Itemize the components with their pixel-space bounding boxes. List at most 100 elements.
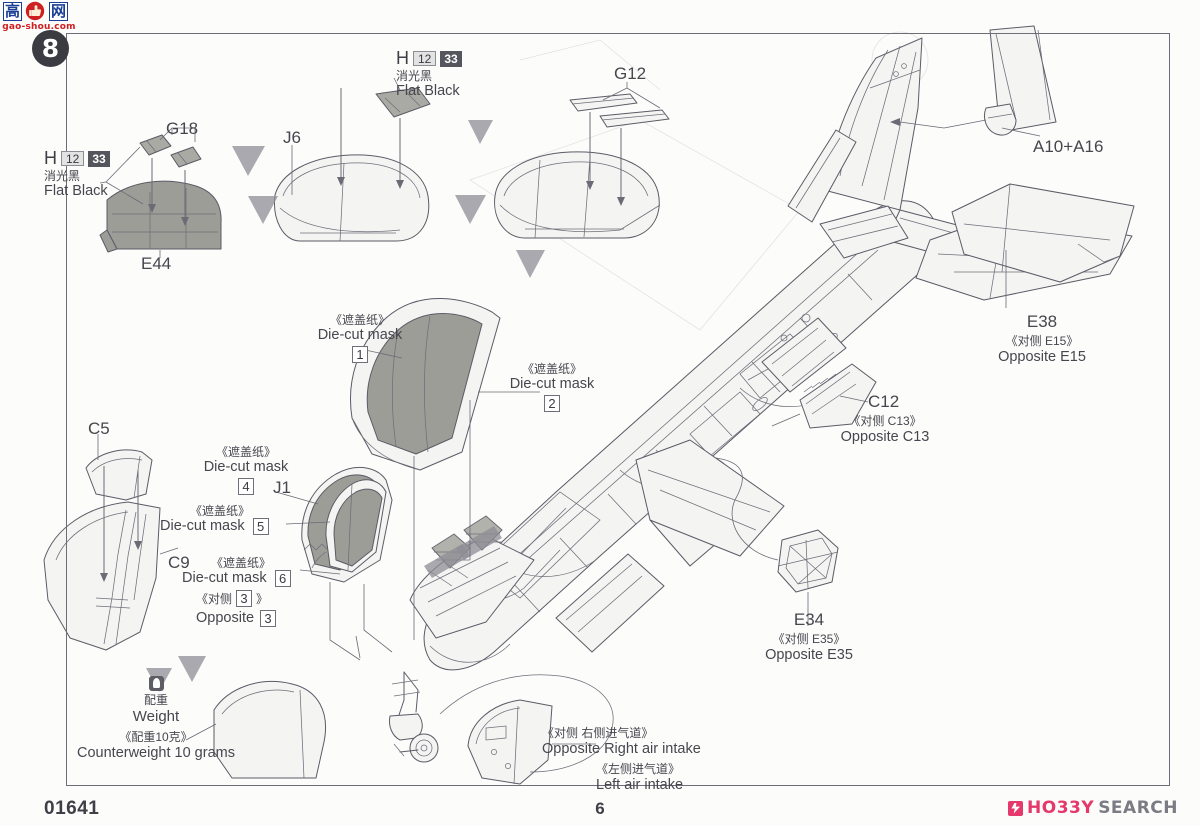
part-e38: [951, 183, 1135, 308]
thumbs-up-icon: [25, 1, 46, 22]
opposite-label-e38: E38 《对侧 E15》 Opposite E15: [962, 312, 1122, 365]
part-label-j6: J6: [283, 128, 301, 147]
mask-opposite-cn-tail-6: 》: [256, 591, 269, 606]
mask-callout-1: 《遮盖纸》 Die-cut mask 1: [300, 313, 420, 364]
nose-cone-weight: [185, 681, 326, 779]
left-wing: [635, 439, 785, 557]
part-e34: [715, 457, 839, 626]
mask-en-5: Die-cut mask: [160, 518, 245, 534]
mask-cn-4: 《遮盖纸》: [215, 445, 276, 459]
weight-icon: [148, 676, 164, 691]
mask-en-1: Die-cut mask: [317, 327, 403, 343]
part-label-a10-a16: A10+A16: [1033, 137, 1104, 156]
opposite-en-c12: Opposite C13: [840, 429, 930, 445]
page-number: 6: [595, 799, 605, 818]
watermark-char-1: 高: [3, 2, 22, 21]
cockpit-detail: [409, 515, 535, 639]
part-e44-group: [99, 127, 222, 258]
hobbysearch-name-accent: HO33Y: [1027, 798, 1095, 818]
paint-name-en: Flat Black: [396, 83, 460, 99]
paint-code-light: 12: [413, 51, 437, 66]
watermark-url: gao-shou.com: [2, 22, 76, 32]
mask-cn-5: 《遮盖纸》: [189, 504, 250, 518]
mask-en-2: Die-cut mask: [509, 376, 595, 392]
watermark-char-2: 网: [49, 2, 68, 21]
mask-cn-2: 《遮盖纸》: [521, 362, 582, 376]
opposite-label-c12: C12 《对侧 C13》 Opposite C13: [790, 392, 980, 445]
part-g12-group: [494, 82, 670, 239]
opposite-label-e34: E34 《对侧 E35》 Opposite E35: [726, 610, 892, 663]
part-c5-c9-group: [43, 434, 206, 692]
hobbysearch-name-plain: SEARCH: [1098, 798, 1178, 818]
part-label-c5: C5: [88, 419, 110, 438]
hobbysearch-logo: HO33Y SEARCH: [1008, 798, 1178, 818]
paint-name-cn: 消光黑: [44, 169, 81, 183]
opposite-cn-e34: 《对侧 E35》: [772, 632, 846, 646]
mask-opposite-num-en-6: 3: [260, 610, 277, 627]
mask-opposite-en-6: Opposite: [196, 610, 255, 626]
mask-en-6: Die-cut mask: [182, 570, 267, 586]
mask-part-2-leader: [469, 391, 540, 490]
mask-number-5: 5: [252, 518, 269, 535]
tail-assembly: [787, 37, 977, 259]
paint-name-cn: 消光黑: [396, 69, 433, 83]
step-number-badge: 8: [32, 30, 69, 67]
mask-part-1: [350, 298, 501, 640]
mask-number-4: 4: [238, 478, 254, 496]
paint-letter: H: [396, 48, 409, 68]
opposite-en-e38: Opposite E15: [998, 349, 1086, 365]
part-label-g12: G12: [614, 64, 647, 83]
intake-en-right: Opposite Right air intake: [542, 741, 701, 757]
part-label-e34: E34: [793, 610, 825, 629]
part-c12: [771, 363, 877, 429]
intake-cn-right: 《对侧 右侧进气道》: [542, 726, 654, 740]
part-left-intake: [467, 699, 596, 785]
weight-detail-cn: 《配重10克》: [119, 730, 193, 744]
weight-en: Weight: [132, 708, 180, 725]
opposite-cn-c12: 《对侧 C13》: [848, 414, 922, 428]
paint-name-en: Flat Black: [44, 183, 108, 199]
paint-letter: H: [44, 148, 57, 168]
intake-en-left: Left air intake: [596, 777, 684, 793]
mask-opposite-num-cn-6: 3: [236, 590, 253, 607]
weight-cn: 配重: [143, 693, 168, 707]
mask-callout-4: 《遮盖纸》 Die-cut mask 4: [186, 445, 306, 496]
part-label-e44: E44: [141, 254, 172, 273]
paint-code-dark: 33: [88, 150, 110, 167]
intake-cn-left: 《左侧进气道》: [596, 762, 681, 776]
paint-code-light: 12: [61, 151, 85, 166]
hobbysearch-mark-icon: [1008, 800, 1024, 816]
weight-detail-en: Counterweight 10 grams: [77, 745, 235, 761]
mask-number-1: 1: [352, 346, 368, 364]
mask-number-2: 2: [544, 395, 560, 413]
paint-code-dark: 33: [440, 50, 462, 67]
mask-number-6: 6: [274, 570, 291, 587]
part-label-c12: C12: [868, 392, 900, 411]
mask-callout-5: 《遮盖纸》 Die-cut mask 5: [160, 504, 280, 535]
mask-cn-6: 《遮盖纸》: [210, 556, 271, 570]
part-label-g18: G18: [166, 119, 199, 138]
nose-landing-gear: [355, 635, 439, 763]
part-j6-group: [232, 77, 545, 278]
paint-callout-j6: H 12 33 消光黑 Flat Black: [396, 48, 462, 99]
intake-note-right: 《对侧 右侧进气道》 Opposite Right air intake: [542, 724, 701, 757]
mask-opposite-cn-6: 《对侧: [196, 591, 233, 606]
part-label-c9: C9: [168, 553, 190, 572]
part-j1-group: [275, 466, 393, 661]
mask-callout-6: 《遮盖纸》 Die-cut mask 6 《对侧 3 》 Opposite 3: [182, 556, 300, 627]
paint-callout-e44: H 12 33 消光黑 Flat Black: [44, 148, 110, 199]
mask-cn-1: 《遮盖纸》: [329, 313, 390, 327]
mask-callout-2: 《遮盖纸》 Die-cut mask 2: [492, 362, 612, 413]
part-right-intake: [439, 674, 614, 773]
watermark-gaoshou: 高 网 gao-shou.com: [2, 1, 78, 45]
weight-note: 配重 Weight 《配重10克》 Counterweight 10 grams: [42, 676, 270, 761]
mask-en-4: Die-cut mask: [203, 459, 289, 475]
opposite-en-e34: Opposite E35: [765, 647, 853, 663]
part-label-j1: J1: [273, 478, 291, 497]
part-label-e38: E38: [1026, 312, 1058, 331]
kit-number: 01641: [44, 798, 100, 819]
opposite-cn-e38: 《对侧 E15》: [1005, 334, 1079, 348]
intake-note-left: 《左侧进气道》 Left air intake: [596, 760, 683, 793]
part-a10-a16: [890, 25, 1057, 137]
